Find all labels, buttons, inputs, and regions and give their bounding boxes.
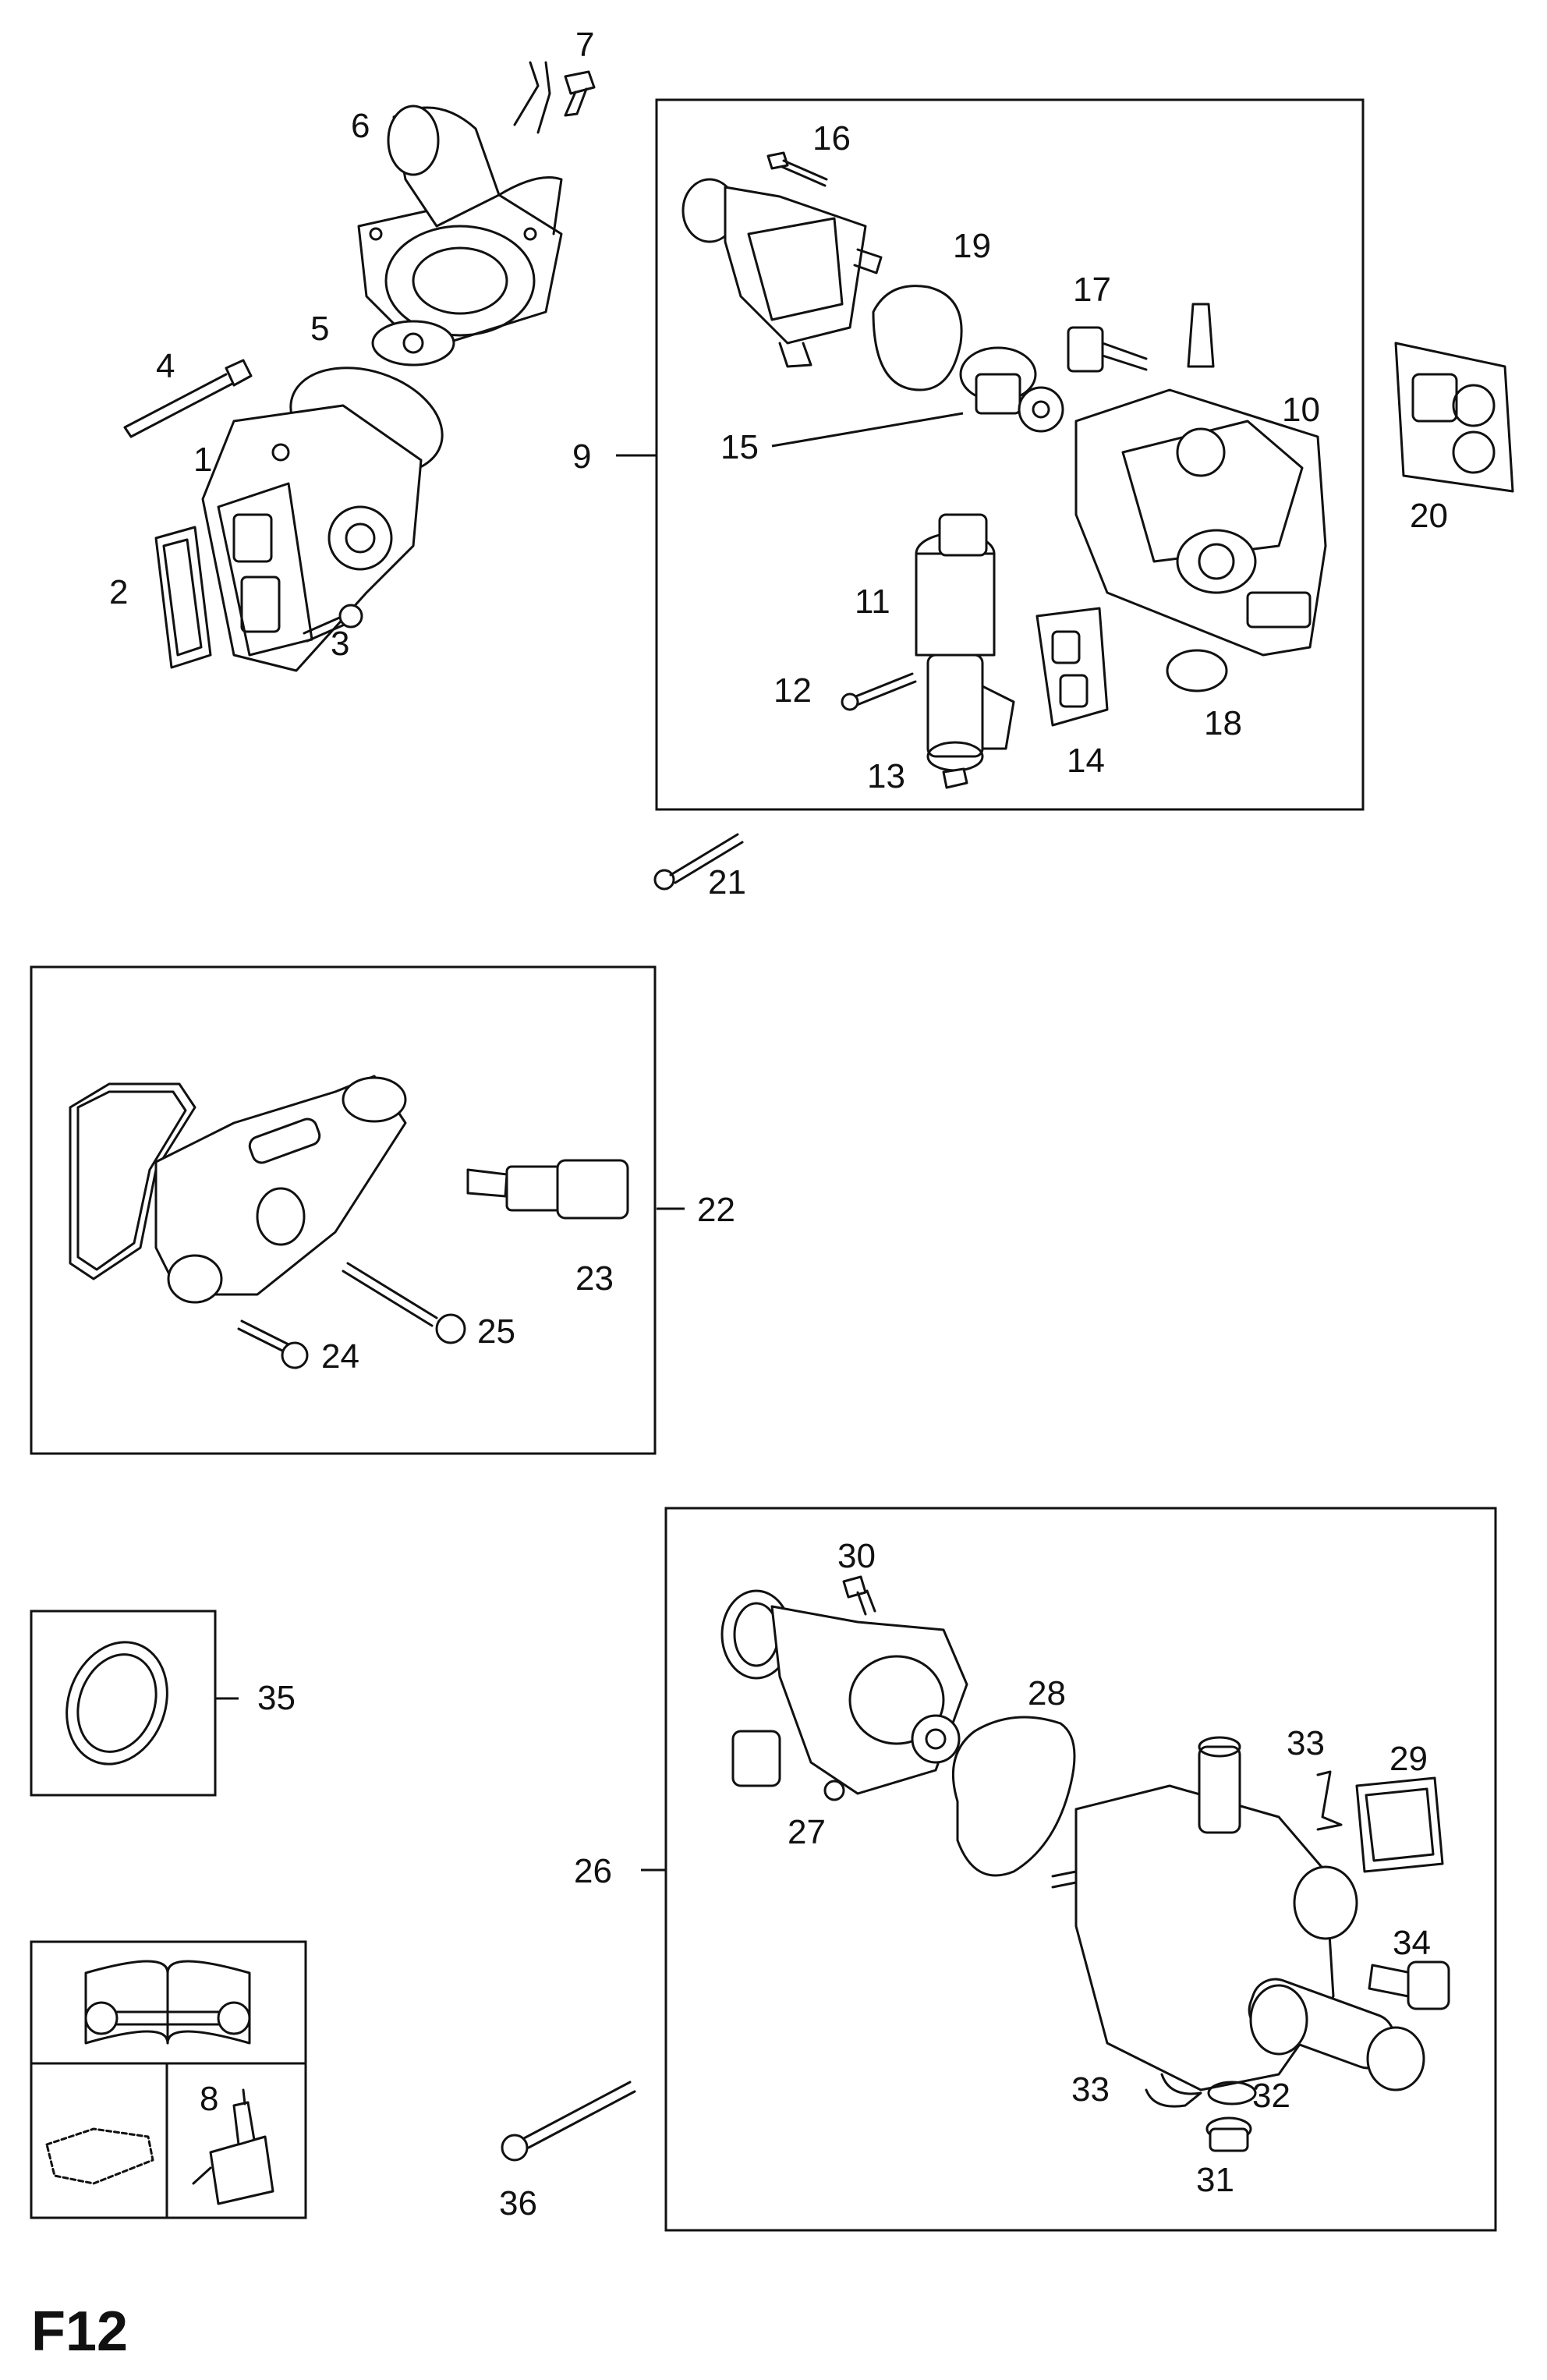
part-32-o-ring (1207, 2081, 1257, 2106)
part-31-plug (1205, 2116, 1252, 2152)
part-1-water-outlet (201, 404, 423, 672)
callout-11: 11 (855, 583, 890, 621)
figure-code: F12 (31, 2300, 128, 2363)
callout-23: 23 (575, 1259, 614, 1298)
part-27-thermostat-housing (720, 1589, 968, 1801)
assembly-frame-22 (30, 965, 657, 1455)
callout-12: 12 (774, 671, 812, 710)
part-15-thermostat-housing (681, 178, 883, 368)
part-4-long-bolt (123, 359, 253, 438)
leader-15 (771, 412, 964, 448)
callout-14: 14 (1067, 742, 1105, 780)
callout-28: 28 (1028, 1674, 1066, 1712)
callout-7: 7 (575, 26, 594, 64)
part-13-bolt (942, 767, 968, 789)
callout-6: 6 (351, 107, 370, 145)
callout-8: 8 (200, 2080, 218, 2118)
callout-21: 21 (708, 863, 746, 901)
callout-24: 24 (321, 1337, 359, 1376)
part-26-housing (1051, 1736, 1425, 2091)
callout-18: 18 (1204, 704, 1242, 742)
callout-15: 15 (720, 428, 759, 466)
callout-13: 13 (867, 757, 905, 795)
part-thermostat-insert (959, 346, 1064, 433)
callout-31: 31 (1196, 2161, 1234, 2199)
part-3-bolt (303, 604, 363, 643)
part-11-egr-valve (915, 513, 1015, 772)
part-21-bolt (653, 833, 744, 891)
callout-25: 25 (477, 1312, 515, 1351)
callout-30: 30 (837, 1537, 876, 1575)
callout-22: 22 (697, 1191, 735, 1229)
part-34-sensor (1368, 1960, 1450, 2010)
callout-26: 26 (574, 1852, 612, 1890)
callout-16: 16 (812, 119, 851, 158)
part-19-seal (872, 285, 963, 391)
callout-3: 3 (331, 625, 349, 663)
callout-27: 27 (788, 1813, 826, 1851)
manual-wrench-icon (84, 1960, 251, 2045)
part-18-plug (1166, 649, 1228, 692)
part-36-bolt (501, 2081, 636, 2162)
callout-20: 20 (1410, 497, 1448, 535)
part-22-housing-assembly (69, 1075, 407, 1304)
callout-32: 32 (1252, 2077, 1290, 2115)
part-33-clip-lower (1145, 2073, 1202, 2108)
callout-17: 17 (1073, 271, 1111, 309)
sealant-bottle-icon (192, 2088, 274, 2205)
callout-36: 36 (499, 2184, 537, 2222)
callout-33-lower: 33 (1071, 2070, 1110, 2109)
callout-35: 35 (257, 1679, 296, 1717)
part-20-gasket (1394, 342, 1514, 493)
callout-2: 2 (109, 573, 128, 611)
part-6-thermostat-housing (357, 61, 563, 367)
callout-4: 4 (156, 347, 175, 385)
callout-19: 19 (953, 227, 991, 265)
part-24-bolt (237, 1319, 309, 1369)
part-14-gasket (1035, 607, 1109, 727)
part-23-sensor (466, 1159, 629, 1220)
leader-lines (215, 454, 685, 1872)
part-17-sensor (1067, 303, 1215, 373)
part-35-seal-ring (65, 1641, 168, 1766)
callout-1: 1 (193, 441, 212, 479)
legend-box (30, 1940, 307, 2219)
part-frame-35 (30, 1610, 217, 1797)
part-7-bolt (564, 70, 596, 117)
part-30-bolt (842, 1575, 876, 1616)
part-10-housing (1074, 388, 1327, 657)
part-28-seal (951, 1716, 1076, 1877)
engine-outline-icon (45, 2127, 154, 2185)
part-33-clip-upper (1316, 1770, 1343, 1831)
part-29-gasket (1355, 1776, 1444, 1873)
callout-34: 34 (1393, 1924, 1431, 1962)
part-25-bolt (342, 1262, 466, 1344)
callout-29: 29 (1389, 1740, 1428, 1778)
part-12-bolt (841, 672, 917, 711)
callout-9: 9 (572, 437, 591, 476)
part-2-gasket (154, 526, 212, 669)
callout-10: 10 (1282, 391, 1320, 429)
callout-33-upper: 33 (1287, 1724, 1325, 1762)
part-16-bolt (766, 151, 828, 187)
callout-5: 5 (310, 310, 329, 348)
